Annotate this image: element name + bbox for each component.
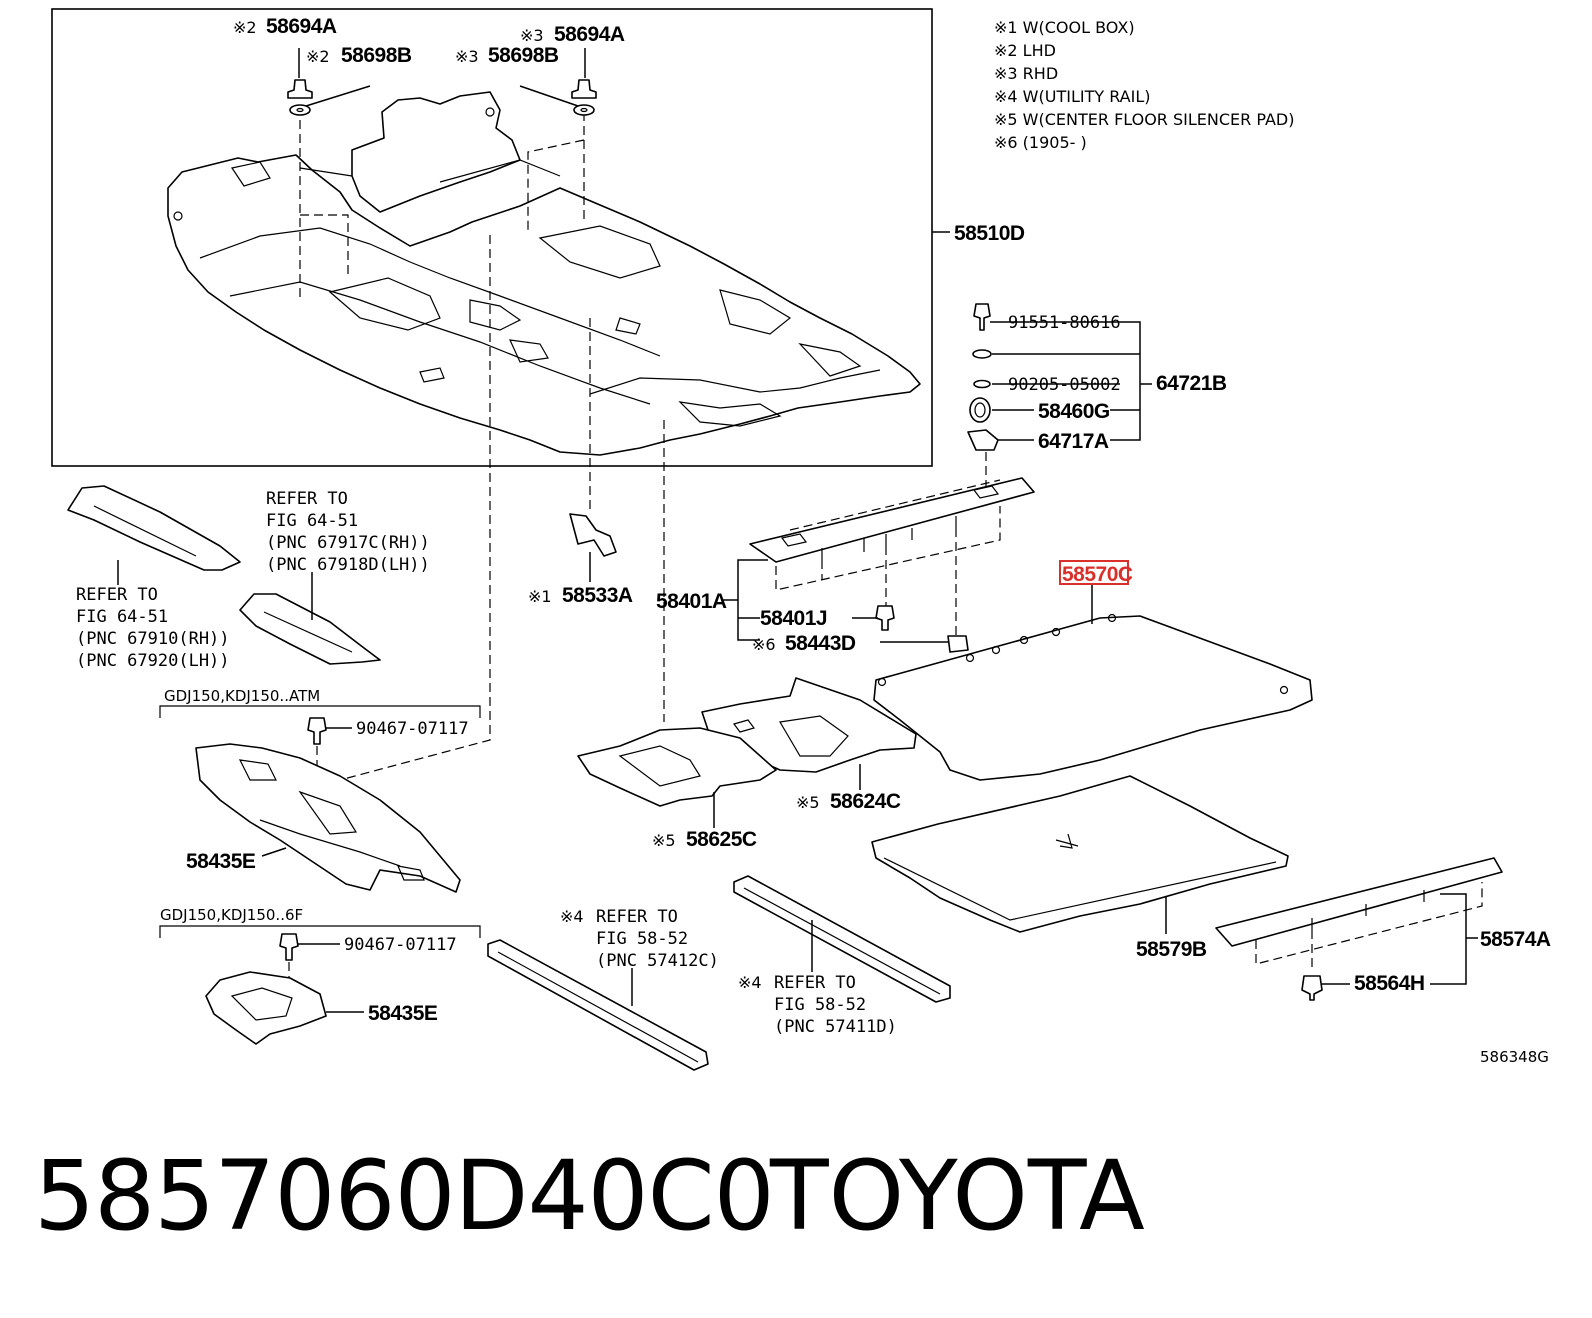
refer-line: (PNC 57411D) [774, 1017, 897, 1037]
bracket-64717A-icon [967, 429, 999, 451]
washer-icon [972, 349, 992, 359]
refer-line: FIG 64-51 [76, 607, 168, 627]
refer-line: (PNC 67917C(RH)) [266, 533, 430, 553]
note-line: ※6 (1905- ) [994, 133, 1087, 152]
bolt-91551-icon [973, 303, 991, 331]
variant-6f-label: GDJ150,KDJ150..6F [160, 906, 303, 924]
refer-block-4: REFER TO FIG 58-52 (PNC 57411D) [774, 973, 897, 1037]
scuff-plate-lower [239, 593, 381, 665]
label-91551-80616: 91551-80616 [1008, 313, 1121, 333]
bracket-58533A [569, 513, 617, 557]
note-mark: ※1 [528, 587, 552, 606]
tray-58579B [871, 775, 1289, 933]
bolt-90467-a-icon [307, 717, 327, 745]
footer-part-number: 5857060D40C0 [34, 1140, 775, 1252]
floor-carpet-frame [51, 8, 933, 467]
refer-line: FIG 58-52 [596, 929, 688, 949]
footer-brand: TOYOTA [770, 1140, 1145, 1252]
label-58401A: 58401A [656, 590, 727, 613]
clip-58443D-icon [947, 635, 969, 653]
note-mark: ※4 [738, 973, 762, 992]
label-58570C[interactable]: 58570C [1062, 563, 1133, 586]
refer-line: (PNC 57412C) [596, 951, 719, 971]
note-mark: ※2 [306, 47, 330, 66]
label-64721B: 64721B [1156, 372, 1227, 395]
label-58564H: 58564H [1354, 972, 1425, 995]
label-58694A-right: 58694A [554, 23, 625, 46]
utility-rail-57411D [733, 875, 951, 1003]
note-line: ※5 W(CENTER FLOOR SILENCER PAD) [994, 110, 1295, 129]
clip-58694A-left-icon [287, 79, 313, 99]
refer-line: REFER TO [596, 907, 678, 927]
note-line: ※4 W(UTILITY RAIL) [994, 87, 1151, 106]
label-58698B-right: 58698B [488, 44, 559, 67]
washer-58698B-left-icon [289, 104, 311, 116]
refer-line: REFER TO [76, 585, 158, 605]
note-mark: ※2 [233, 18, 257, 37]
cover-58435E-atm [195, 743, 461, 893]
washer-90205-icon [973, 379, 991, 389]
rail-58401A [749, 477, 1035, 591]
label-58624C: 58624C [830, 790, 901, 813]
clip-58401J-icon [875, 605, 895, 631]
note-mark: ※4 [560, 907, 584, 926]
refer-line: (PNC 67918D(LH)) [266, 555, 430, 575]
label-58579B: 58579B [1136, 938, 1207, 961]
label-58694A-left: 58694A [266, 15, 337, 38]
label-58435E-atm: 58435E [186, 850, 256, 873]
label-58510D: 58510D [954, 222, 1025, 245]
figure-code: 586348G [1480, 1048, 1549, 1066]
refer-line: REFER TO [774, 973, 856, 993]
label-90467-07117-a: 90467-07117 [356, 719, 469, 739]
note-mark: ※5 [796, 793, 820, 812]
washer-58698B-right-icon [573, 104, 595, 116]
variant-atm-label: GDJ150,KDJ150..ATM [164, 687, 320, 705]
note-mark: ※5 [652, 831, 676, 850]
note-mark: ※3 [520, 26, 544, 45]
label-58574A: 58574A [1480, 928, 1551, 951]
label-90467-07117-b: 90467-07117 [344, 935, 457, 955]
label-64717A: 64717A [1038, 430, 1109, 453]
refer-block-2: REFER TO FIG 64-51 (PNC 67910(RH)) (PNC … [76, 585, 230, 671]
label-58533A: 58533A [562, 584, 633, 607]
label-90205-05002: 90205-05002 [1008, 375, 1121, 395]
floor-carpet-58510D [167, 91, 921, 456]
highlight-box-58570C [1059, 560, 1129, 585]
cover-58435E-6f [205, 971, 327, 1045]
note-mark: ※3 [455, 47, 479, 66]
label-58435E-6f: 58435E [368, 1002, 438, 1025]
clip-58564H-icon [1301, 975, 1323, 1001]
refer-line: (PNC 67910(RH)) [76, 629, 230, 649]
refer-line: FIG 58-52 [774, 995, 866, 1015]
scuff-plate-upper [67, 485, 241, 571]
clip-58694A-right-icon [571, 79, 597, 99]
note-line: ※2 LHD [994, 41, 1056, 60]
notes-legend: ※1 W(COOL BOX) ※2 LHD ※3 RHD ※4 W(UTILIT… [994, 18, 1295, 152]
note-line: ※3 RHD [994, 64, 1058, 83]
note-mark: ※6 [752, 635, 776, 654]
floor-mat-58570C [873, 613, 1313, 781]
ring-58460G-icon [969, 397, 991, 423]
pad-58625C [577, 727, 777, 807]
label-58443D: 58443D [785, 632, 856, 655]
bolt-90467-b-icon [279, 933, 299, 961]
note-line: ※1 W(COOL BOX) [994, 18, 1135, 37]
refer-line: REFER TO [266, 489, 348, 509]
label-58625C: 58625C [686, 828, 757, 851]
refer-block-1: REFER TO FIG 64-51 (PNC 67917C(RH)) (PNC… [266, 489, 430, 575]
rail-58574A [1215, 857, 1503, 965]
refer-line: FIG 64-51 [266, 511, 358, 531]
utility-rail-57412C [487, 939, 709, 1071]
refer-line: (PNC 67920(LH)) [76, 651, 230, 671]
label-58698B-left: 58698B [341, 44, 412, 67]
label-58401J: 58401J [760, 607, 827, 630]
refer-block-3: REFER TO FIG 58-52 (PNC 57412C) [596, 907, 719, 971]
label-58460G: 58460G [1038, 400, 1110, 423]
